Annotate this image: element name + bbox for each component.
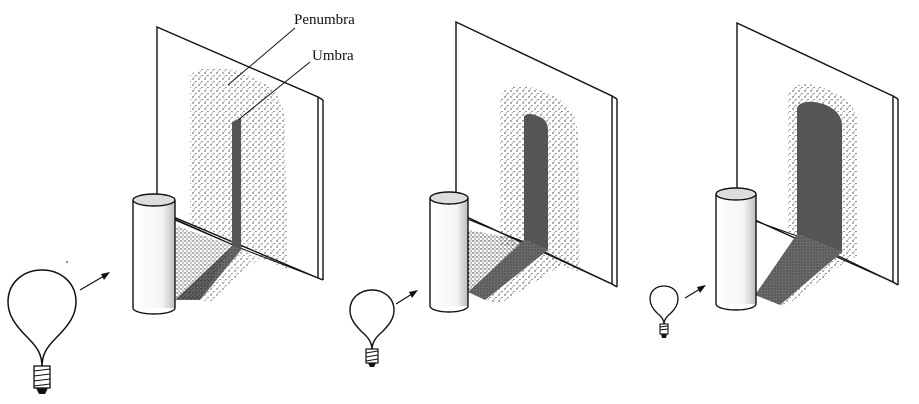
bulb-large-icon [7, 269, 77, 394]
light-ray-arrow [684, 285, 706, 299]
cylinder-obstacle [429, 191, 469, 313]
panel-small-source [649, 21, 899, 338]
cylinder-obstacle [132, 193, 176, 315]
light-ray-arrow [395, 290, 418, 305]
umbra-region [797, 101, 842, 253]
panel-medium-source [349, 20, 618, 367]
umbra-region [232, 118, 241, 250]
umbra-region [524, 114, 548, 250]
panel-large-source: Penumbra Umbra [7, 12, 355, 394]
light-ray-arrow [66, 261, 110, 291]
umbra-leader [237, 61, 311, 121]
penumbra-label: Penumbra [294, 12, 355, 28]
umbra-label: Umbra [312, 48, 354, 64]
bulb-small-icon [649, 285, 679, 338]
penumbra-leader [227, 27, 296, 86]
bulb-medium-icon [349, 289, 395, 367]
cylinder-obstacle [715, 187, 757, 311]
